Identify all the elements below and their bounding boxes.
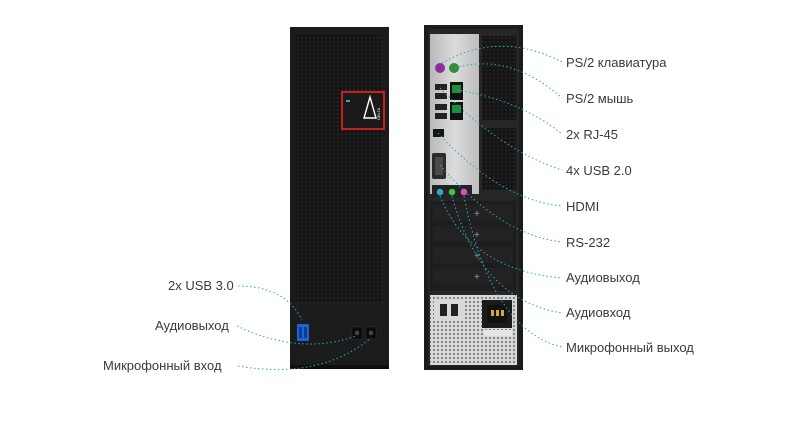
expansion-slots: + + + + bbox=[430, 201, 516, 291]
logo-text: DELTA bbox=[376, 107, 381, 120]
label-rj45: 2x RJ-45 bbox=[566, 127, 619, 142]
label-front-mic-in: Микрофонный вход bbox=[103, 358, 222, 373]
front-usb-ports[interactable] bbox=[297, 324, 309, 341]
usb-rj45-stack-2[interactable] bbox=[435, 102, 463, 120]
label-usb20: 4x USB 2.0 bbox=[566, 163, 632, 178]
power-supply bbox=[430, 295, 517, 365]
front-logo-badge: DELTA bbox=[341, 91, 385, 130]
svg-text:+: + bbox=[474, 230, 480, 241]
svg-text:+: + bbox=[474, 272, 480, 283]
label-rear-audio-out: Аудиовыход bbox=[566, 270, 640, 285]
usb-rj45-stack-1[interactable] bbox=[435, 82, 463, 100]
rear-audio-jacks[interactable] bbox=[432, 185, 472, 198]
delta-logo-icon bbox=[363, 94, 377, 119]
label-rs232: RS-232 bbox=[566, 235, 611, 250]
label-hdmi: HDMI bbox=[566, 199, 600, 214]
ps2-mouse-port[interactable] bbox=[449, 63, 459, 73]
label-front-usb30: 2x USB 3.0 bbox=[168, 278, 234, 293]
front-audio-jacks[interactable] bbox=[351, 326, 377, 340]
label-rear-audio-in: Аудиовход bbox=[566, 305, 631, 320]
label-ps2-mouse: PS/2 мышь bbox=[566, 91, 634, 106]
front-case: DELTA bbox=[290, 27, 389, 369]
ps2-keyboard-port[interactable] bbox=[435, 63, 445, 73]
label-rear-mic-out: Микрофонный выход bbox=[566, 340, 694, 355]
label-front-audio-out: Аудиовыход bbox=[155, 318, 229, 333]
rear-case: + + + + bbox=[424, 25, 523, 370]
callout-lines bbox=[236, 45, 563, 370]
label-ps2-keyboard: PS/2 клавиатура bbox=[566, 55, 667, 70]
svg-text:+: + bbox=[474, 209, 480, 220]
